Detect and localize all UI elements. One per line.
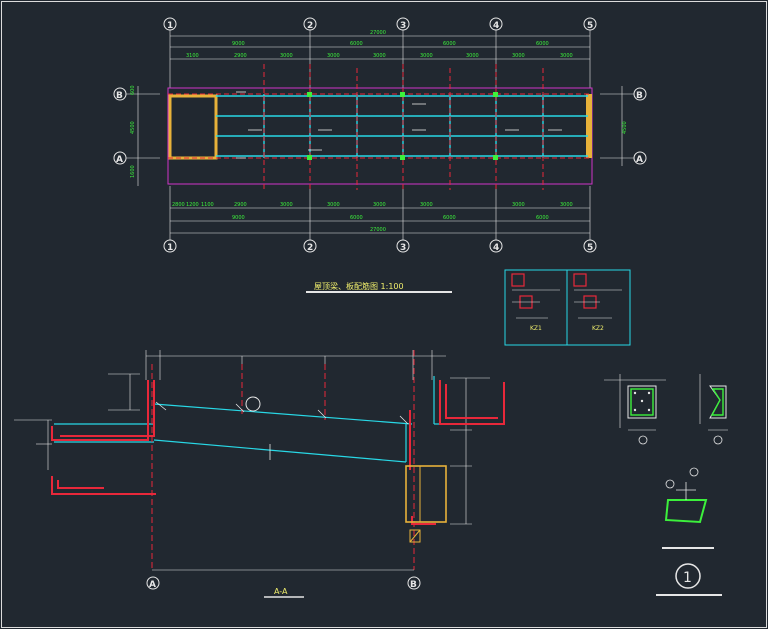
axis-label-left-b: B bbox=[116, 91, 123, 101]
kz2-section: KZ2 bbox=[573, 273, 622, 332]
bay-dim-bottom-4: 6000 bbox=[536, 215, 549, 221]
kz1-label: KZ1 bbox=[530, 325, 542, 332]
side-axis-bubbles: B A B A bbox=[113, 87, 647, 165]
section-annotation-ticks bbox=[155, 401, 409, 460]
right-level-marks bbox=[450, 377, 490, 525]
side-dim-left-top: 600 bbox=[130, 85, 136, 95]
sub-dim-top-3: 3000 bbox=[280, 53, 293, 59]
bottom-axis-bubbles: 1 2 3 4 5 bbox=[163, 239, 597, 253]
beam-lines bbox=[216, 94, 588, 158]
rebar-lines bbox=[168, 64, 592, 190]
section-rebar bbox=[51, 380, 505, 525]
detail-mark: 1 bbox=[656, 563, 722, 596]
detail-mark-number: 1 bbox=[683, 570, 692, 586]
sub-dim-top-7: 3000 bbox=[466, 53, 479, 59]
sub-dim-bottom-9: 3000 bbox=[512, 202, 525, 208]
section-marker-circle bbox=[245, 396, 261, 412]
section-axis-a-bubble bbox=[146, 576, 160, 590]
side-dim-left-bottom: 1600 bbox=[130, 165, 136, 178]
kz1-section: KZ1 bbox=[511, 273, 560, 332]
column-details-table: KZ1 KZ2 bbox=[504, 269, 631, 346]
sub-dim-bottom-4: 2900 bbox=[234, 202, 247, 208]
roof-plan: 1 2 3 4 5 1 2 3 4 5 B A B A bbox=[113, 17, 647, 293]
left-level-marks bbox=[14, 373, 140, 470]
foundation-hatch bbox=[409, 529, 421, 543]
axis-label-bottom-5: 5 bbox=[587, 243, 593, 253]
beam-section-details: 1 bbox=[604, 374, 728, 596]
plan-annotation-ticks bbox=[236, 91, 562, 159]
sub-dim-top-9: 3000 bbox=[560, 53, 573, 59]
sub-dim-bottom-1: 2800 bbox=[172, 202, 185, 208]
axis-label-top-1: 1 bbox=[167, 21, 173, 31]
section-top-dims bbox=[145, 350, 446, 380]
side-dim-right: 4500 bbox=[622, 121, 628, 134]
end-wall bbox=[586, 94, 592, 158]
section-title: A-A bbox=[274, 587, 288, 596]
total-dim-top: 27000 bbox=[370, 30, 386, 36]
side-dim-left-depth: 4500 bbox=[130, 121, 136, 134]
sub-dim-top-1: 3100 bbox=[186, 53, 199, 59]
section-axis-b-bubble bbox=[407, 576, 421, 590]
sub-dim-bottom-6: 3000 bbox=[327, 202, 340, 208]
sub-dim-top-2: 2900 bbox=[234, 53, 247, 59]
sub-dim-top-6: 3000 bbox=[420, 53, 433, 59]
sub-dim-bottom-5: 3000 bbox=[280, 202, 293, 208]
bay-dim-top-3: 6000 bbox=[443, 41, 456, 47]
sub-dim-top-5: 3000 bbox=[373, 53, 386, 59]
top-dimension-lines bbox=[169, 30, 591, 88]
bay-dim-bottom-1: 9000 bbox=[232, 215, 245, 221]
axis-label-bottom-4: 4 bbox=[493, 243, 499, 253]
axis-label-right-b: B bbox=[636, 91, 643, 101]
column-markers bbox=[307, 92, 498, 160]
section-axis-lines bbox=[151, 350, 415, 570]
sub-dim-top-8: 3000 bbox=[512, 53, 525, 59]
bay-dim-top-2: 6000 bbox=[350, 41, 363, 47]
stair-wall bbox=[168, 94, 218, 160]
sub-dim-bottom-8: 3000 bbox=[420, 202, 433, 208]
bay-dim-top-1: 9000 bbox=[232, 41, 245, 47]
bottom-dimension-lines bbox=[169, 186, 591, 240]
axis-label-left-a: A bbox=[116, 155, 123, 165]
axis-label-top-4: 4 bbox=[493, 21, 499, 31]
axis-label-bottom-1: 1 bbox=[167, 243, 173, 253]
axis-label-top-2: 2 bbox=[307, 21, 313, 31]
sloped-slab bbox=[54, 376, 450, 463]
lower-wall bbox=[405, 465, 447, 523]
axis-label-bottom-2: 2 bbox=[307, 243, 313, 253]
sub-dim-bottom-10: 3000 bbox=[560, 202, 573, 208]
axis-label-top-3: 3 bbox=[400, 21, 406, 31]
bay-dim-bottom-2: 6000 bbox=[350, 215, 363, 221]
kz2-label: KZ2 bbox=[592, 325, 604, 332]
axis-label-right-a: A bbox=[636, 155, 643, 165]
sub-dim-bottom-2: 1200 bbox=[186, 202, 199, 208]
section-a-a: A B A-A bbox=[14, 350, 505, 598]
sub-dim-top-4: 3000 bbox=[327, 53, 340, 59]
beam-section-2 bbox=[699, 374, 728, 445]
sub-dim-bottom-7: 3000 bbox=[373, 202, 386, 208]
bay-dim-top-4: 6000 bbox=[536, 41, 549, 47]
total-dim-bottom: 27000 bbox=[370, 227, 386, 233]
rebar-bend-detail bbox=[662, 467, 714, 549]
beam-section-1 bbox=[604, 374, 666, 445]
section-axis-a-label: A bbox=[149, 580, 156, 590]
axis-label-bottom-3: 3 bbox=[400, 243, 406, 253]
side-dimension-lines bbox=[137, 86, 623, 186]
sub-dim-bottom-3: 1100 bbox=[201, 202, 214, 208]
bay-dim-bottom-3: 6000 bbox=[443, 215, 456, 221]
axis-label-top-5: 5 bbox=[587, 21, 593, 31]
section-axis-b-label: B bbox=[410, 580, 417, 590]
plan-title: 屋顶梁、板配筋图 1:100 bbox=[314, 281, 404, 291]
